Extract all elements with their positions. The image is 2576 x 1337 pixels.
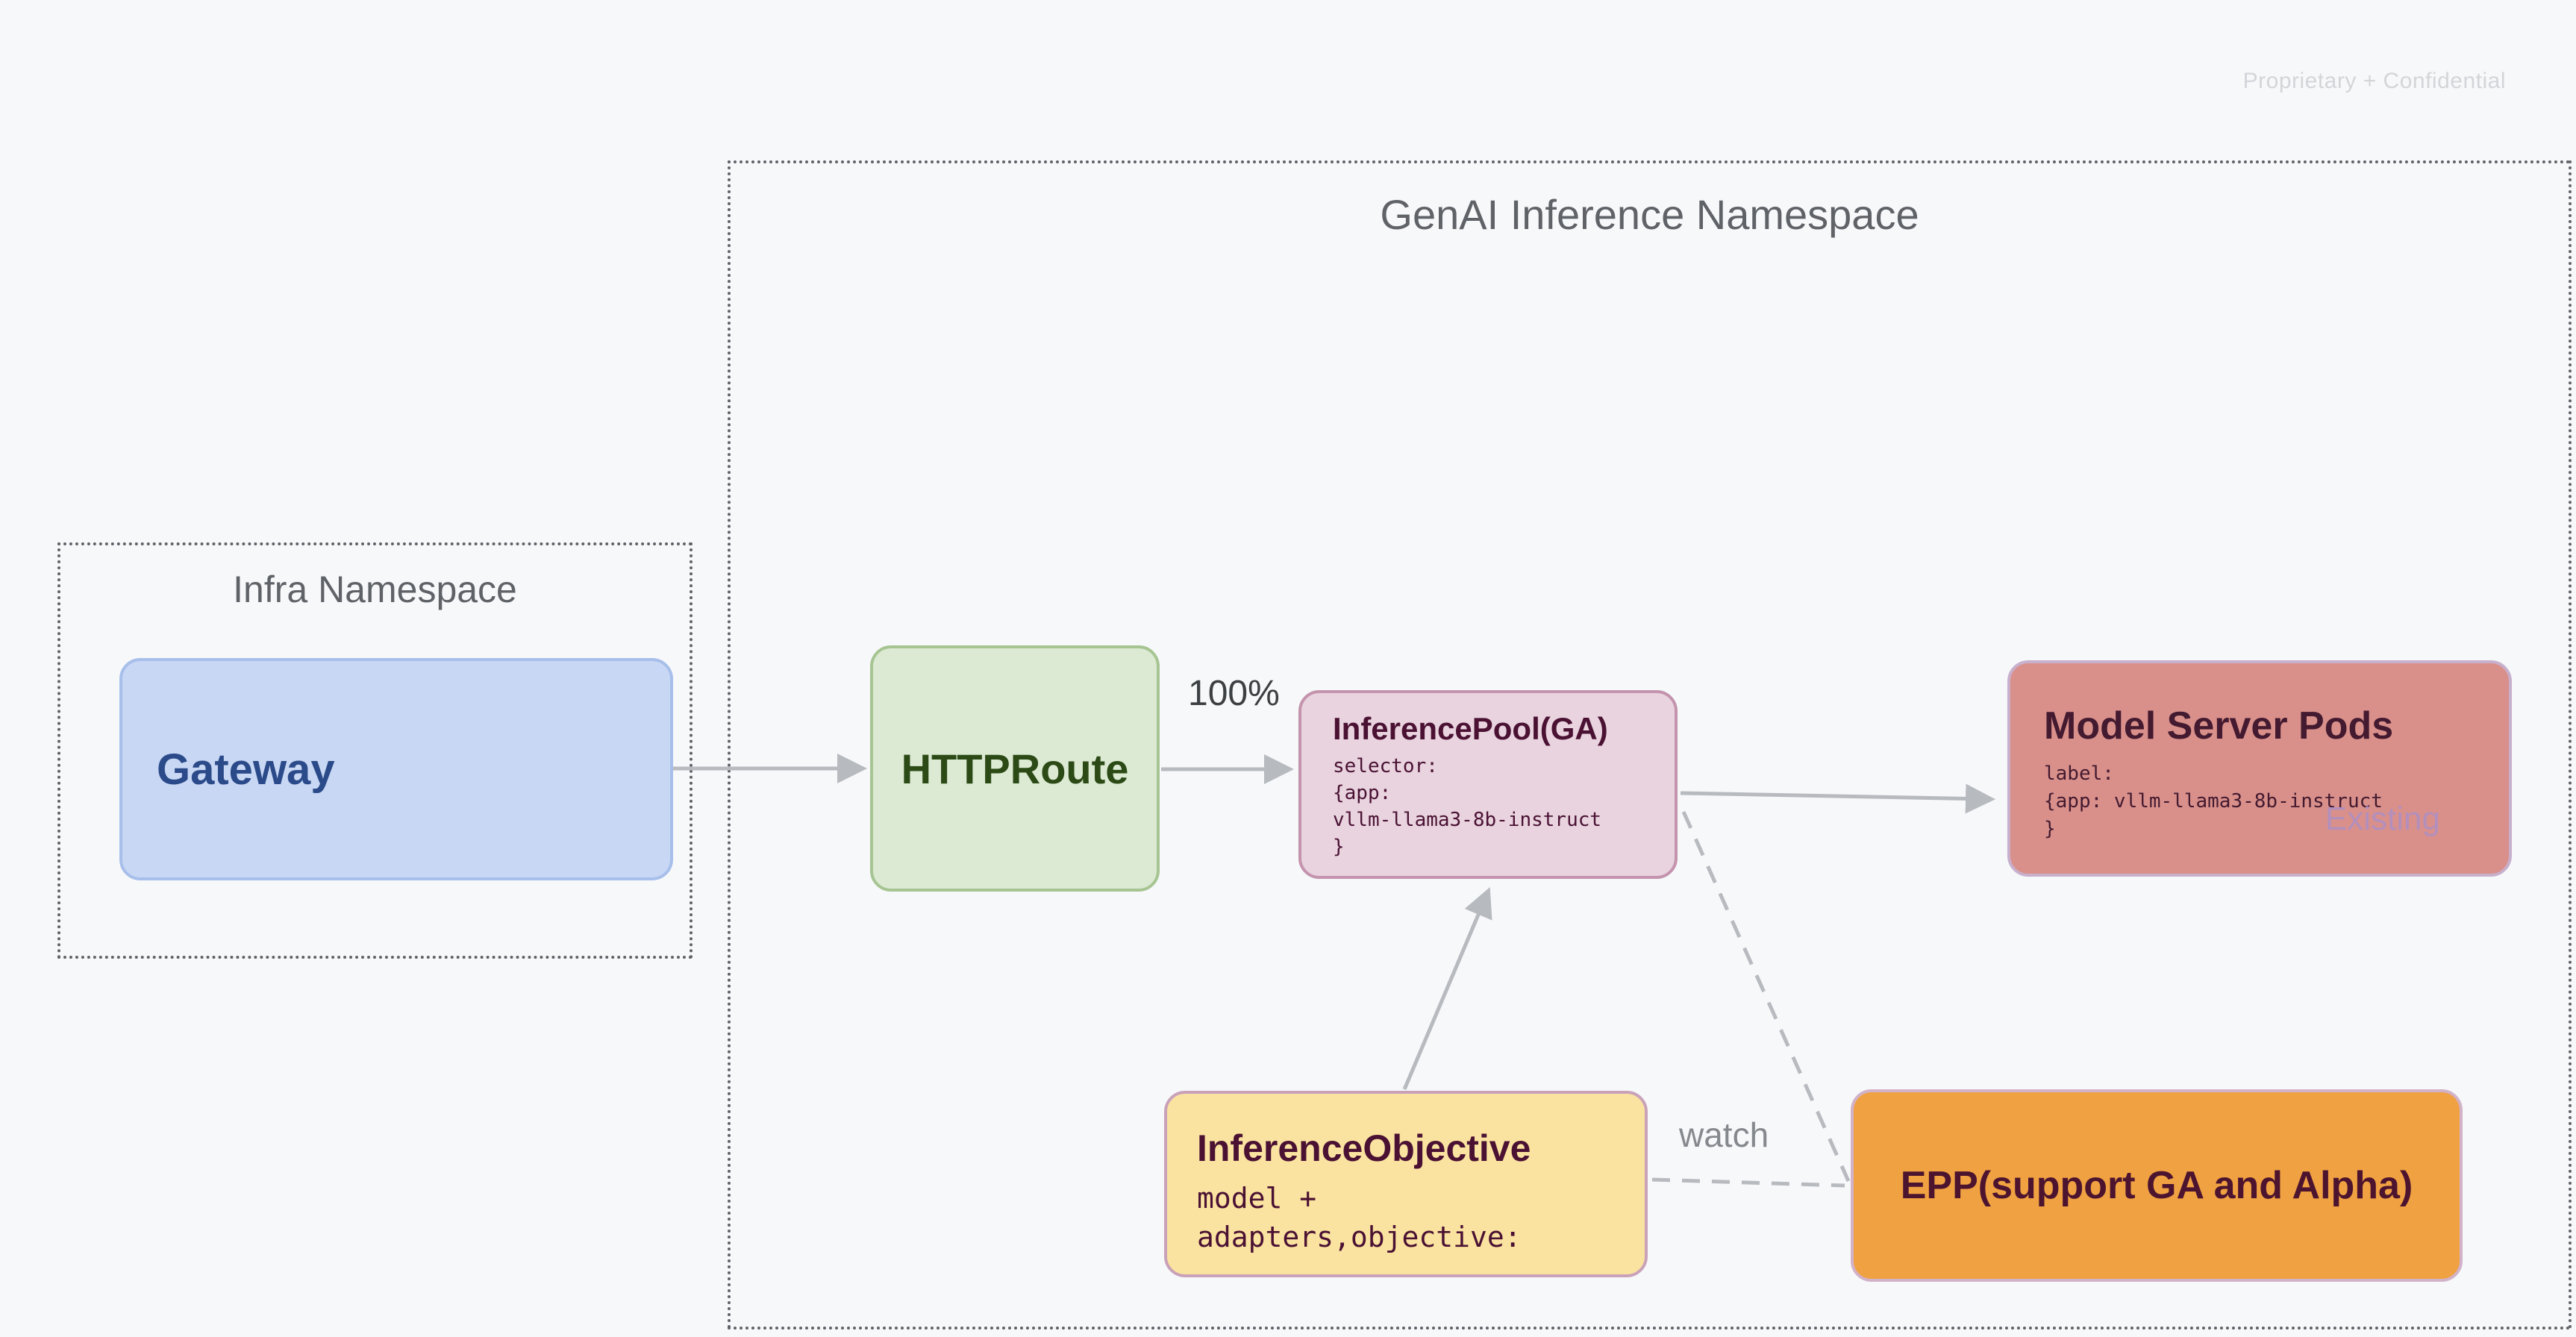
inference-objective-model-code: model + adapters,objective:	[1197, 1182, 1522, 1253]
genai-inference-namespace-title: GenAI Inference Namespace	[1380, 191, 1919, 238]
model-server-pods-node-title: Model Server Pods	[2044, 704, 2394, 748]
model-server-pods-node: Model Server Pods label: {app: vllm-llam…	[2007, 660, 2512, 877]
inference-objective-node: InferenceObjective model + adapters,obje…	[1164, 1091, 1648, 1277]
httproute-node: HTTPRoute	[870, 645, 1160, 892]
infra-namespace-title: Infra Namespace	[233, 569, 517, 610]
inference-pool-node: InferencePool(GA) selector: {app: vllm-l…	[1298, 690, 1678, 879]
genai-inference-namespace-box: GenAI Inference Namespace	[728, 160, 2572, 1330]
confidentiality-watermark: Proprietary + Confidential	[2242, 69, 2506, 93]
existing-badge: Existing	[2325, 801, 2440, 837]
epp-node: EPP(support GA and Alpha)	[1851, 1089, 2463, 1282]
inference-pool-selector-code: selector: {app: vllm-llama3-8b-instruct …	[1333, 755, 1602, 858]
route-weight-label: 100%	[1188, 674, 1280, 713]
inference-pool-node-title: InferencePool(GA)	[1333, 711, 1608, 746]
epp-node-title: EPP(support GA and Alpha)	[1900, 1164, 2413, 1207]
infra-namespace-box: Infra Namespace	[57, 542, 693, 959]
inference-objective-node-title: InferenceObjective	[1197, 1127, 1531, 1169]
httproute-node-title: HTTPRoute	[901, 745, 1129, 792]
gateway-node-title: Gateway	[157, 745, 335, 794]
watch-label: watch	[1679, 1115, 1769, 1154]
gateway-node: Gateway	[119, 658, 673, 880]
model-server-pods-label-code: label: {app: vllm-llama3-8b-instruct }	[2044, 763, 2383, 840]
